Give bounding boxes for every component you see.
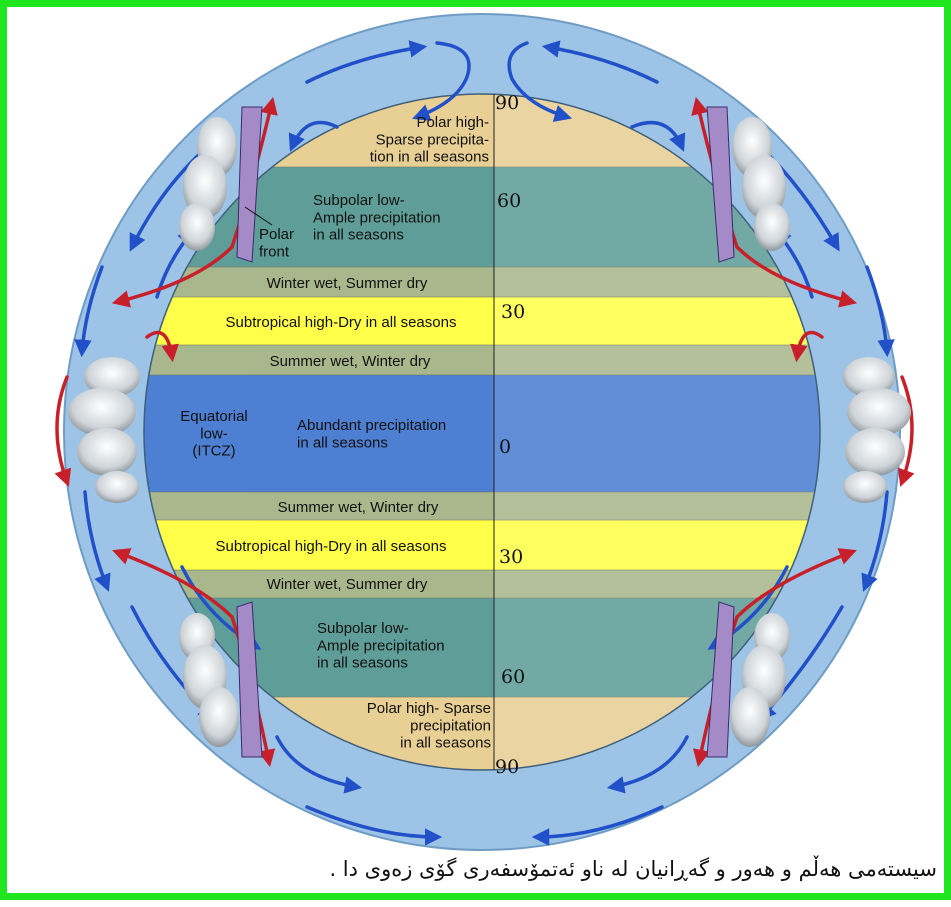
- cloud-lower-right: [730, 613, 790, 747]
- label-line: (ITCZ): [192, 443, 235, 460]
- label-line: Polar: [259, 226, 294, 243]
- label-north-summer-wet: Summer wet, Winter dry: [270, 353, 431, 370]
- label-line: Winter wet, Summer dry: [267, 275, 428, 292]
- cloud-equator-right: [843, 357, 911, 503]
- polar-front-strips: [236, 106, 735, 758]
- label-line: in all seasons: [297, 434, 388, 451]
- label-line: Summer wet, Winter dry: [278, 499, 439, 516]
- label-south-summer-wet: Summer wet, Winter dry: [278, 499, 439, 516]
- band-north-summer-wet: [144, 345, 820, 375]
- cloud-equator-left: [68, 357, 140, 503]
- band-south-winter-wet: [144, 570, 820, 598]
- figure-caption: سیستەمی هەڵم و هەور و گەڕانیان لە ناو ئە…: [329, 857, 937, 881]
- label-line: in all seasons: [313, 227, 404, 244]
- label-line: Equatorial: [180, 408, 248, 425]
- label-line: Polar high- Sparse: [367, 700, 491, 717]
- label-line: Subpolar low-: [317, 620, 409, 637]
- label-line: front: [259, 243, 290, 260]
- band-south-subtropical-high: [144, 520, 820, 570]
- label-line: Subtropical high-Dry in all seasons: [226, 314, 457, 331]
- polar-front-pointer: [244, 206, 273, 226]
- label-north-winter-wet: Winter wet, Summer dry: [267, 275, 428, 292]
- cloud-upper-left: [179, 117, 237, 251]
- label-line: Winter wet, Summer dry: [267, 576, 428, 593]
- label-line: Subtropical high-Dry in all seasons: [216, 538, 447, 555]
- label-line: in all seasons: [317, 655, 408, 672]
- cloud-icons: [68, 117, 911, 747]
- cloud-upper-right: [732, 117, 790, 251]
- latitude-north-30: 30: [501, 301, 525, 323]
- atmospheric-circulation-diagram: Polar high-Sparse precipita-tion in all …: [54, 13, 915, 851]
- label-line: Ample precipitation: [317, 637, 445, 654]
- label-line: precipitation: [410, 717, 491, 734]
- band-north-winter-wet: [144, 267, 820, 297]
- latitude-equator: 0: [499, 436, 511, 458]
- label-line: Polar high-: [416, 114, 489, 131]
- label-line: Sparse precipita-: [376, 131, 489, 148]
- label-line: in all seasons: [400, 735, 491, 752]
- latitude-labels: 90 60 30 0 30 60 90: [495, 92, 525, 778]
- latitude-south-90: 90: [495, 756, 519, 778]
- zone-labels: Polar high-Sparse precipita-tion in all …: [180, 114, 491, 752]
- label-south-subtropical-high: Subtropical high-Dry in all seasons: [216, 538, 447, 555]
- latitude-north-60: 60: [497, 190, 521, 212]
- band-south-summer-wet: [144, 492, 820, 520]
- band-north-subtropical-high: [144, 297, 820, 345]
- band-equatorial-low: [144, 375, 820, 492]
- label-north-subtropical-high: Subtropical high-Dry in all seasons: [226, 314, 457, 331]
- latitude-south-30: 30: [499, 546, 523, 568]
- label-line: Summer wet, Winter dry: [270, 353, 431, 370]
- label-line: Subpolar low-: [313, 192, 405, 209]
- cloud-lower-left: [179, 613, 239, 747]
- label-line: Ample precipitation: [313, 209, 441, 226]
- label-line: Abundant precipitation: [297, 417, 446, 434]
- label-line: low-: [200, 425, 228, 442]
- label-south-winter-wet: Winter wet, Summer dry: [267, 576, 428, 593]
- latitude-south-60: 60: [501, 666, 525, 688]
- latitude-north-90: 90: [495, 92, 519, 114]
- label-north-polar-high: Polar high-Sparse precipita-tion in all …: [370, 114, 489, 166]
- label-line: tion in all seasons: [370, 149, 489, 166]
